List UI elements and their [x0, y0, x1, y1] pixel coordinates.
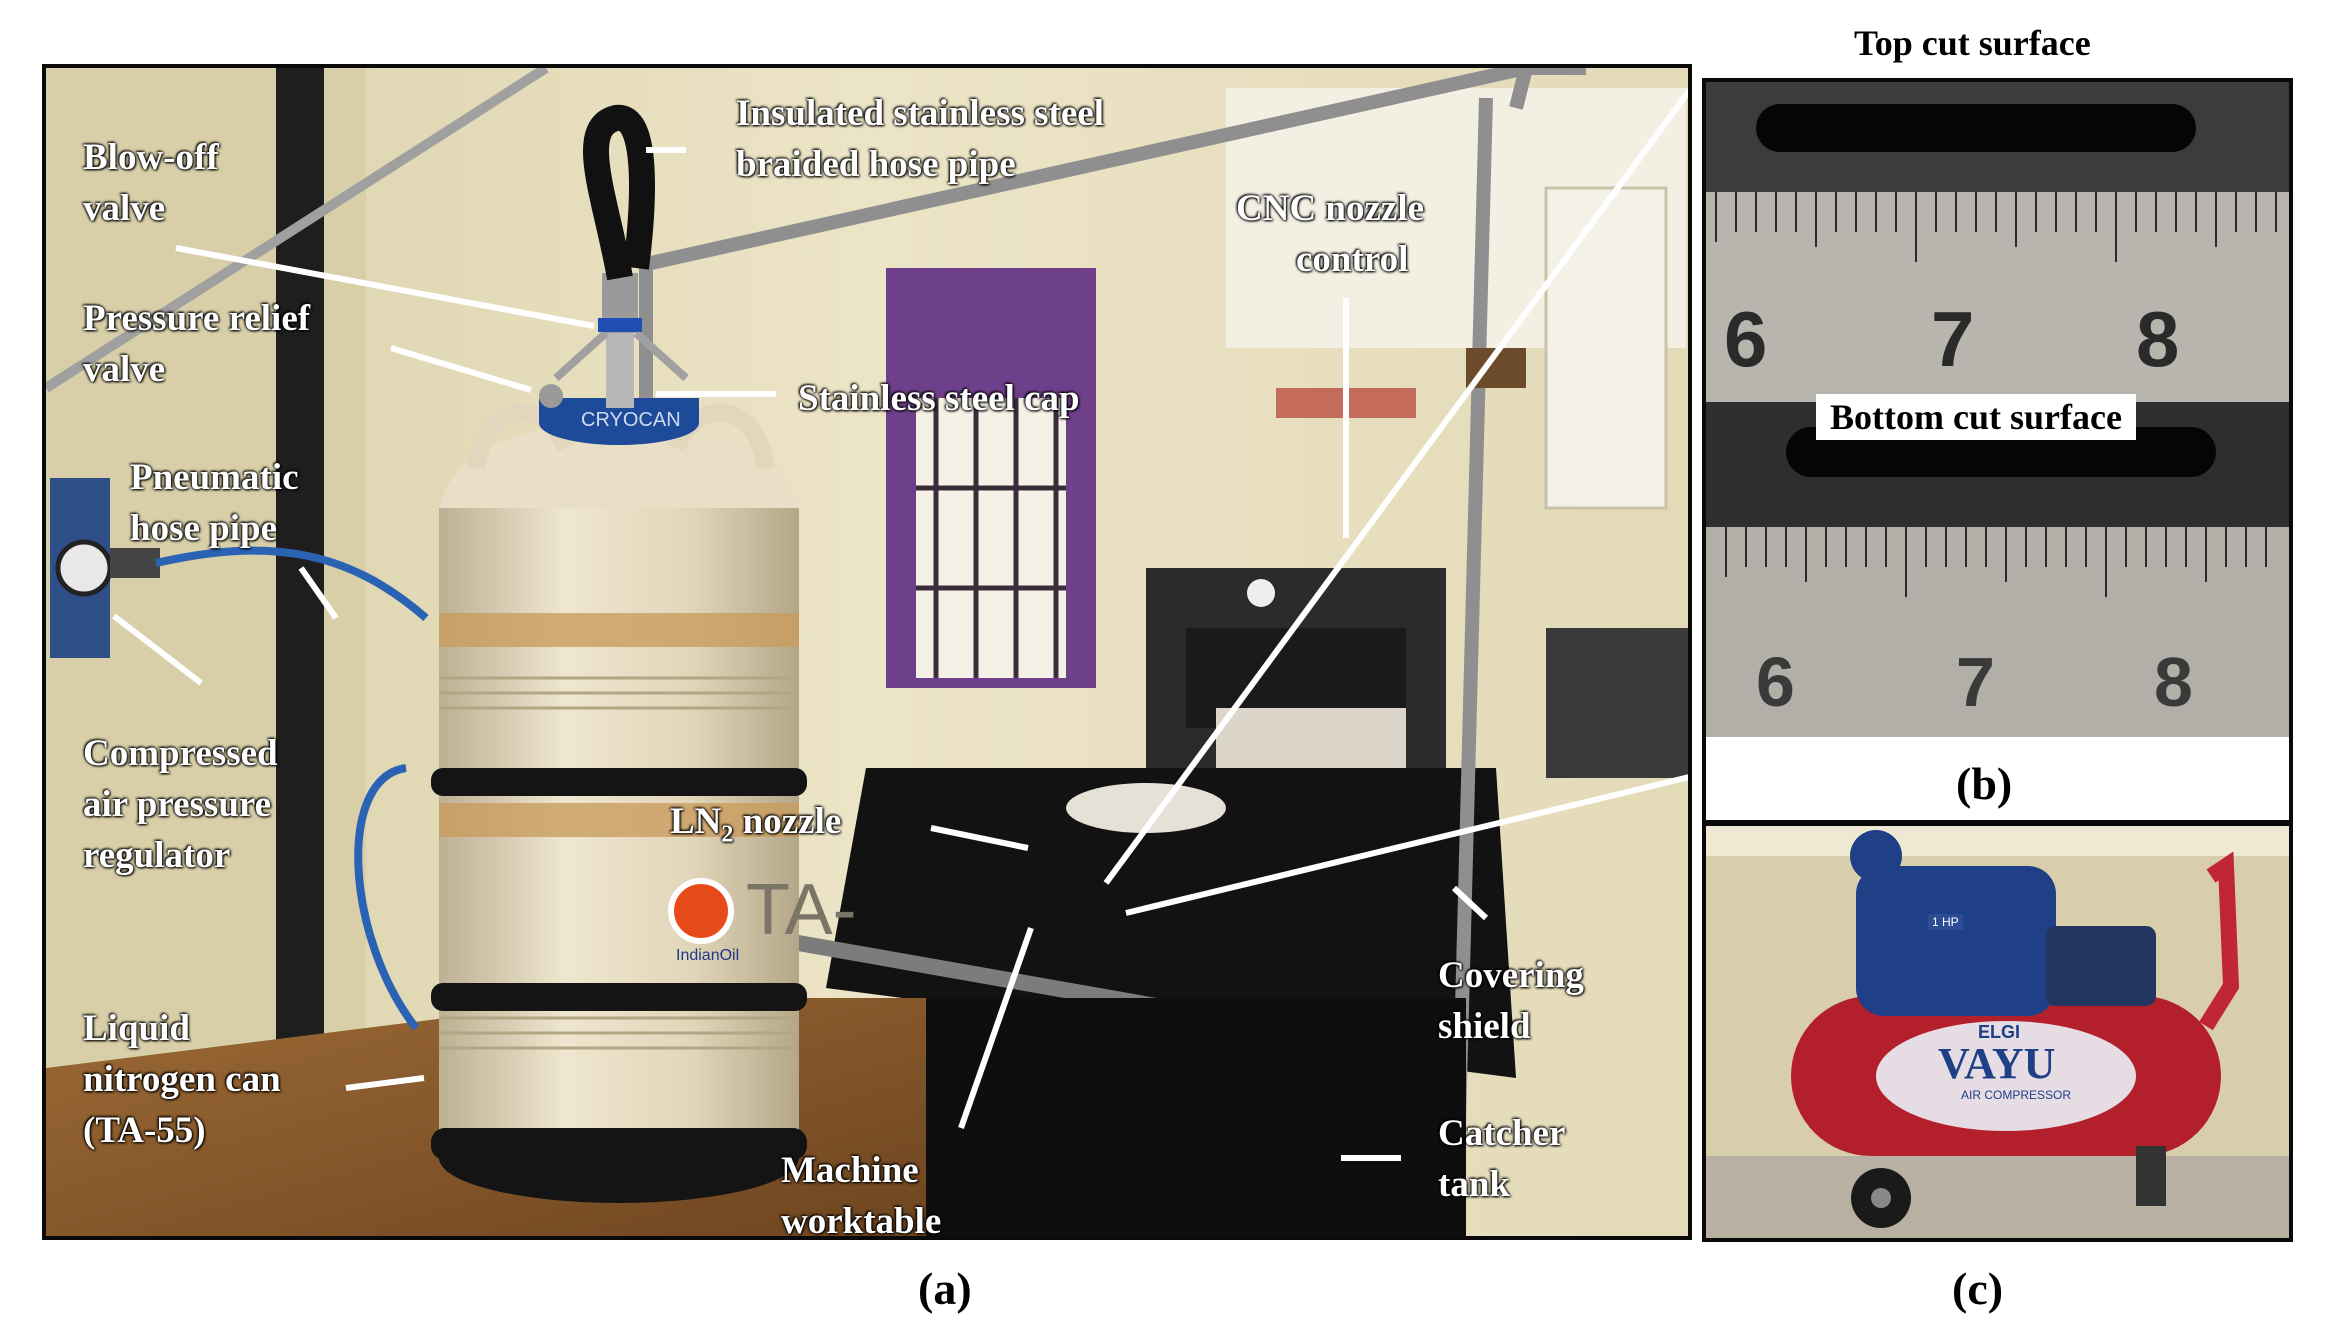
caption-b: (b) — [1956, 758, 2013, 809]
label-air-pressure-regulator: Compressed air pressure regulator — [83, 728, 278, 881]
ruler-bottom-numbers: 6 7 8 — [1706, 642, 2289, 732]
label-stainless-steel-cap: Stainless steel cap — [798, 378, 1080, 419]
label-shield-line1: Covering — [1438, 955, 1584, 996]
can-model-text: TA- — [746, 870, 857, 950]
label-ln2-nozzle: LN2 nozzle — [670, 796, 841, 860]
label-relief-line2: valve — [83, 349, 166, 390]
ruler-bottom-7: 7 — [1956, 643, 1995, 721]
label-relief-line1: Pressure relief — [83, 298, 311, 339]
caption-a: (a) — [918, 1263, 972, 1314]
label-covering-shield: Covering shield — [1438, 950, 1584, 1052]
label-pressure-relief-valve: Pressure relief valve — [83, 293, 310, 395]
label-ln2-prefix: LN — [670, 801, 722, 842]
panel-b-cut-surfaces: 6 7 8 6 7 8 Bottom cut surface (b) — [1702, 78, 2293, 824]
label-pneumatic-hose-pipe: Pneumatic hose pipe — [130, 452, 299, 554]
label-shield-line2: shield — [1438, 1006, 1531, 1047]
label-liquid-nitrogen-can: Liquid nitrogen can (TA-55) — [83, 1003, 281, 1156]
label-regulator-line3: regulator — [83, 835, 231, 876]
label-can-line1: Liquid — [83, 1008, 190, 1049]
label-cnc-line2: control — [1296, 239, 1409, 280]
compressor-product-name: VAYU — [1938, 1039, 2056, 1088]
can-logo-text: IndianOil — [676, 947, 739, 964]
ruler-top-6: 6 — [1724, 295, 1768, 383]
panel-a-photo: CRYOCAN IndianOil TA- — [42, 64, 1692, 1240]
label-can-line2: nitrogen can — [83, 1059, 281, 1100]
label-catcher-tank: Catcher tank — [1438, 1108, 1565, 1210]
top-cut-surface-title: Top cut surface — [1840, 20, 2105, 66]
ruler-bottom-6: 6 — [1756, 643, 1795, 721]
ruler-top-8: 8 — [2136, 295, 2180, 383]
label-catcher-line2: tank — [1438, 1164, 1510, 1205]
ruler-top-numbers: 6 7 8 — [1706, 294, 2289, 384]
label-blowoff-line1: Blow-off — [83, 137, 219, 178]
label-cnc-nozzle-control: CNC nozzle control — [1236, 183, 1424, 285]
label-machine-worktable: Machine worktable — [781, 1145, 942, 1240]
ln2-can: CRYOCAN IndianOil TA- — [431, 398, 857, 1203]
ruler-bottom-8: 8 — [2154, 643, 2193, 721]
label-regulator-line1: Compressed — [83, 733, 278, 774]
bottom-cut-surface-title: Bottom cut surface — [1816, 394, 2136, 440]
ruler-top-7: 7 — [1931, 295, 1975, 383]
label-hose-pipe: Insulated stainless steel braided hose p… — [736, 88, 1104, 190]
label-hose-line2: braided hose pipe — [736, 144, 1016, 185]
label-can-line3: (TA-55) — [83, 1110, 206, 1151]
motor-label: 1 HP — [1928, 914, 1963, 930]
label-pneumatic-line1: Pneumatic — [130, 457, 299, 498]
label-catcher-line1: Catcher — [1438, 1113, 1566, 1154]
label-cnc-line1: CNC nozzle — [1236, 188, 1425, 229]
lab-setup-photo: CRYOCAN IndianOil TA- — [46, 68, 1688, 1236]
compressor-brand: ELGI — [1978, 1022, 2021, 1042]
panel-c-compressor-photo: ELGI VAYU AIR COMPRESSOR 1 HP — [1702, 822, 2293, 1242]
label-ln2-suffix: nozzle — [733, 801, 842, 842]
label-worktable-line2: worktable — [781, 1201, 942, 1240]
caption-c: (c) — [1952, 1263, 2004, 1314]
label-regulator-line2: air pressure — [83, 784, 272, 825]
label-blowoff-line2: valve — [83, 188, 166, 229]
label-ln2-subscript: 2 — [721, 821, 734, 848]
label-worktable-line1: Machine — [781, 1150, 919, 1191]
label-pneumatic-line2: hose pipe — [130, 508, 278, 549]
air-compressor-photo — [1706, 826, 2289, 1238]
compressor-subtitle: AIR COMPRESSOR — [1961, 1088, 2072, 1102]
label-hose-line1: Insulated stainless steel — [736, 93, 1104, 134]
can-brand-text: CRYOCAN — [581, 409, 681, 431]
label-blow-off-valve: Blow-off valve — [83, 132, 219, 234]
